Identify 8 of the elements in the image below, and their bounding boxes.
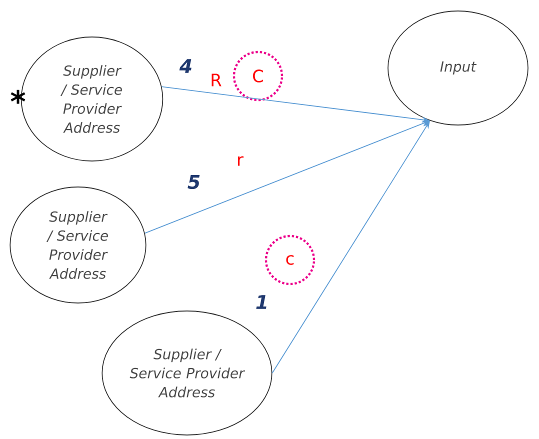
circle-node: Supplier / Service Provider Address (10, 186, 146, 304)
letter-label: r (238, 156, 244, 166)
step-number: 4 (179, 59, 192, 73)
circle-node: Input (388, 10, 528, 126)
letter-label: R (212, 74, 222, 86)
step-number: 5 (188, 174, 200, 190)
circle-node: Supplier / Service Provider Address (102, 310, 272, 436)
step-number: 1 (256, 295, 266, 309)
